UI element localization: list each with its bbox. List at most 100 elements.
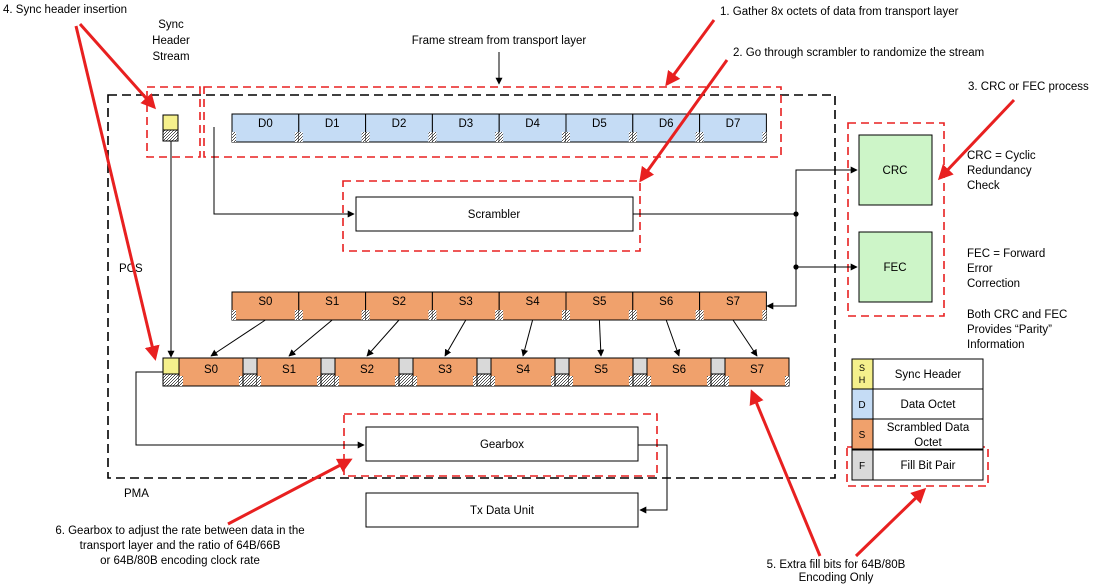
crc-fec-highlight xyxy=(847,122,945,317)
scrambled-octet-label: S2 xyxy=(392,296,406,308)
encoded-octet-3: S3 xyxy=(412,357,478,387)
encoded-octet-hatch-left xyxy=(413,376,417,386)
encoded-octet-hatch-left xyxy=(647,376,651,386)
data-octet-box xyxy=(365,113,433,143)
legend-key-scrambled-swatch xyxy=(851,418,874,450)
scrambled-octet-hatch-right xyxy=(428,310,433,320)
data-octet-label: D6 xyxy=(659,118,674,130)
encoded-octet-hatch-right xyxy=(551,376,555,386)
encoded-to-gearbox-arrow xyxy=(135,371,365,449)
scrambled-octet-label: S6 xyxy=(659,296,673,308)
encoded-octet-label: S7 xyxy=(750,364,764,376)
sync-header-block-hatch xyxy=(162,129,179,142)
fill-bit-pair-hatch xyxy=(398,373,414,387)
scrambled-octet-hatch-right xyxy=(294,310,299,320)
encoded-octet-hatch-right xyxy=(239,376,243,386)
data-octet-label: D3 xyxy=(458,118,473,130)
annotation-gearbox-2: transport layer and the ratio of 64B/66B xyxy=(80,540,281,552)
scrambler-label: Scrambler xyxy=(468,209,521,221)
tx-data-unit-label: Tx Data Unit xyxy=(470,505,535,517)
data-octet-label: D4 xyxy=(525,118,540,130)
scrambled-octet-label: S4 xyxy=(526,296,541,308)
encoded-octet-box xyxy=(334,357,400,387)
scrambled-octet-hatch-left xyxy=(566,310,570,320)
pcs-label: PCS xyxy=(119,263,143,275)
encoded-octet-4: S4 xyxy=(490,357,556,387)
annotation-gearbox-1: 6. Gearbox to adjust the rate between da… xyxy=(55,525,304,537)
scrambled-octet-6: S6 xyxy=(632,291,701,321)
scrambled-octet-hatch-left xyxy=(298,310,303,320)
sync-stream-label-1: Sync xyxy=(158,19,184,31)
encoded-sync-header-hatch xyxy=(162,373,180,387)
data-octet-hatch-left xyxy=(232,132,236,142)
pcs-pma-boundary xyxy=(107,94,836,479)
legend-row-scrambled xyxy=(851,418,984,450)
data-octet-box xyxy=(699,113,767,143)
sync-stream-label-2: Header xyxy=(152,35,190,47)
annotation-crc-fec: 3. CRC or FEC process xyxy=(968,81,1089,93)
annotation-fill-bits-1: 5. Extra fill bits for 64B/80B xyxy=(767,559,906,571)
mapping-arrow-1 xyxy=(288,319,333,357)
scrambler-highlight xyxy=(342,180,641,252)
data-octet-hatch-right xyxy=(762,132,767,142)
encoded-octet-5: S5 xyxy=(568,357,634,387)
mapping-arrow-0 xyxy=(210,319,266,357)
legend-label-sync: Sync Header xyxy=(895,369,962,381)
fec-label: FEC xyxy=(884,262,907,274)
fec-block xyxy=(858,231,933,303)
junction-dot-2 xyxy=(793,264,799,270)
annotation-sync-insertion: 4. Sync header insertion xyxy=(3,4,127,16)
junction-dot-1 xyxy=(793,211,799,217)
data-octet-hatch-left xyxy=(566,132,570,142)
crc-label: CRC xyxy=(883,165,908,177)
data-octet-1: D1 xyxy=(298,113,367,143)
encoded-octet-hatch-left xyxy=(491,376,495,386)
encoded-octet-label: S0 xyxy=(204,364,218,376)
mapping-arrow-5 xyxy=(597,319,605,357)
scrambled-octet-box xyxy=(431,291,500,321)
encoded-octet-hatch-left xyxy=(569,376,573,386)
scrambled-octet-label: S7 xyxy=(726,296,740,308)
gearbox-block xyxy=(365,426,639,462)
data-octet-hatch-left xyxy=(499,132,504,142)
legend-key-data: D xyxy=(858,400,865,411)
encoded-octet-hatch-right xyxy=(785,376,789,386)
fill-bit-pair-hatch xyxy=(476,373,492,387)
callout-crc-fec xyxy=(937,98,1016,181)
encoded-octet-box xyxy=(178,357,244,387)
scrambled-octet-hatch-left xyxy=(632,310,637,320)
legend: S H Sync Header D Data Octet S Scrambled… xyxy=(851,358,984,481)
mapping-arrow-6 xyxy=(665,319,681,357)
scrambled-octet-box xyxy=(231,291,300,321)
crc-note-1: CRC = Cyclic xyxy=(967,150,1036,162)
scrambled-octet-hatch-right xyxy=(695,310,700,320)
encoded-octet-label: S2 xyxy=(360,364,374,376)
callout-fill-bits-legend xyxy=(854,487,927,558)
annotation-gearbox-3: or 64B/80B encoding clock rate xyxy=(100,555,260,567)
data-octet-hatch-left xyxy=(632,132,637,142)
frame-stream-label: Frame stream from transport layer xyxy=(412,35,587,47)
data-octet-label: D7 xyxy=(726,118,741,130)
mapping-arrow-3 xyxy=(444,319,467,357)
data-octet-label: D0 xyxy=(258,118,273,130)
data-octet-hatch-right xyxy=(294,132,299,142)
legend-key-scrambled: S xyxy=(859,430,866,441)
callout-fill-bits-encoded xyxy=(749,389,822,557)
encoded-octet-7: S7 xyxy=(724,357,790,387)
encoded-octet-hatch-left xyxy=(725,376,729,386)
data-octet-6: D6 xyxy=(632,113,701,143)
scrambled-octet-0: S0 xyxy=(231,291,300,321)
data-octet-hatch-right xyxy=(495,132,500,142)
scrambled-octet-hatch-left xyxy=(499,310,504,320)
connector-lines xyxy=(135,127,858,514)
mapping-arrow-4 xyxy=(521,319,534,357)
parity-note-1: Both CRC and FEC xyxy=(967,309,1067,321)
legend-key-fill-swatch xyxy=(851,449,874,481)
pma-label: PMA xyxy=(124,488,149,500)
callout-gather xyxy=(665,19,716,87)
parity-note-2: Provides “Parity” xyxy=(967,324,1052,336)
data-octet-7: D7 xyxy=(699,113,767,143)
scrambled-octet-hatch-right xyxy=(495,310,500,320)
